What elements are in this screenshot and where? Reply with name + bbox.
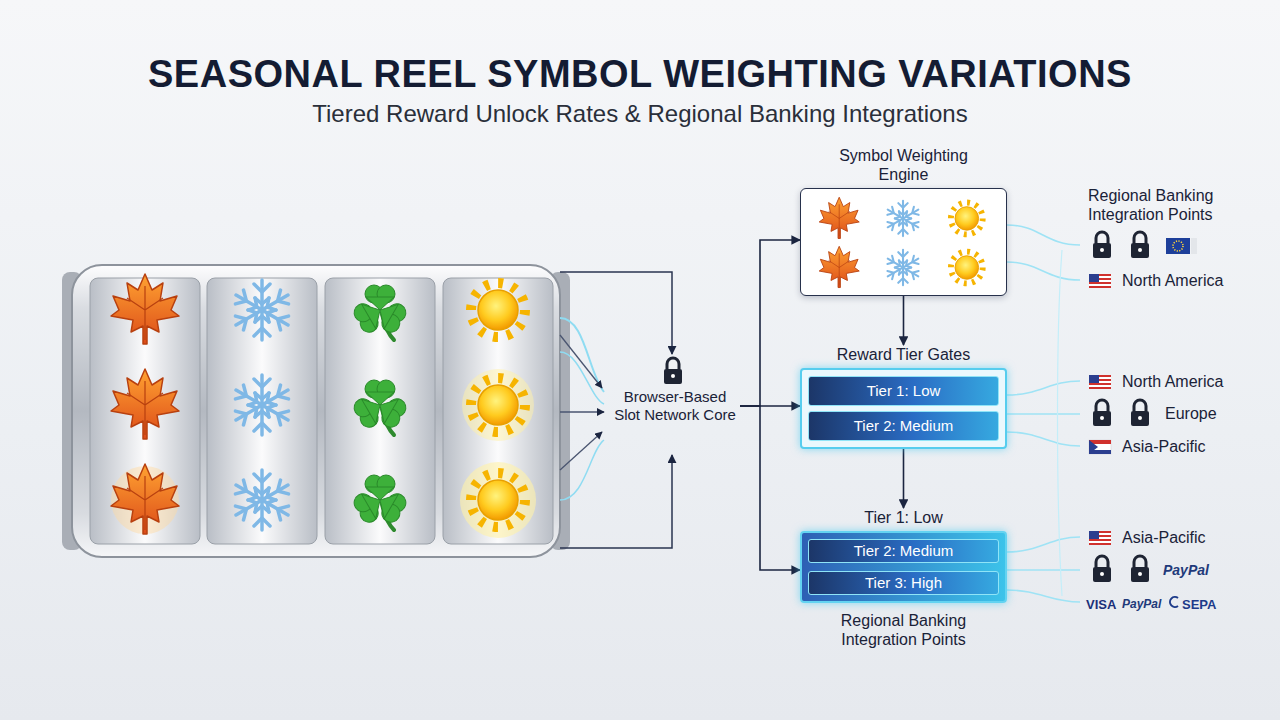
box-frame: Tier 2: MediumTier 3: High [800,531,1007,603]
band-label: Tier 1: Low [867,382,941,400]
banking-glow-lines [1007,225,1080,602]
band-label: Tier 2: Medium [854,417,953,435]
payment-brand: SEPA [1182,595,1216,614]
engine-symbol-icons [801,189,1006,295]
tier-band: Tier 1: Low [808,376,999,406]
section-heading: Regional Banking Integration Points [1088,186,1228,224]
box-frame: Tier 1: LowTier 2: Medium [800,368,1007,449]
box-heading: Tier 1: Low [809,508,999,527]
subtitle: Tiered Reward Unlock Rates & Regional Ba… [0,100,1280,128]
tier-box: Tier 1: LowTier 2: MediumTier 3: HighReg… [800,508,1007,649]
node-label: Browser-Based Slot Network Core [610,388,740,424]
region-name: North America [1122,271,1223,290]
slot-reel [62,265,570,557]
tier-band: Tier 2: Medium [808,539,999,563]
box-footer: Regional Banking Integration Points [819,611,989,649]
region-name: Europe [1165,404,1217,423]
payment-brand: PayPal [1163,561,1209,580]
region-name: North America [1122,372,1223,391]
diagram-title: SEASONAL REEL SYMBOL WEIGHTING VARIATION… [0,52,1280,96]
flow-arrow [903,449,905,508]
region-name: Asia-Pacific [1122,528,1206,547]
tier-gate-box: Reward Tier GatesTier 1: LowTier 2: Medi… [800,345,1007,449]
flow-arrow [740,406,800,570]
tier-band: Tier 3: High [808,571,999,595]
box-heading: Reward Tier Gates [809,345,999,364]
box-frame [800,188,1007,296]
payment-brand: VISA [1086,595,1116,614]
engine-box: Symbol Weighting Engine [800,146,1007,296]
box-heading: Symbol Weighting Engine [829,146,979,184]
flow-arrow [740,240,800,406]
band-label: Tier 2: Medium [854,542,953,560]
core-lock-icon [664,358,682,384]
core-node: Browser-Based Slot Network Core [610,388,740,424]
band-label: Tier 3: High [865,574,942,592]
tier-band: Tier 2: Medium [808,411,999,441]
flow-arrow [903,296,905,345]
region-name: Asia-Pacific [1122,437,1206,456]
payment-brand: PayPal [1122,595,1161,614]
